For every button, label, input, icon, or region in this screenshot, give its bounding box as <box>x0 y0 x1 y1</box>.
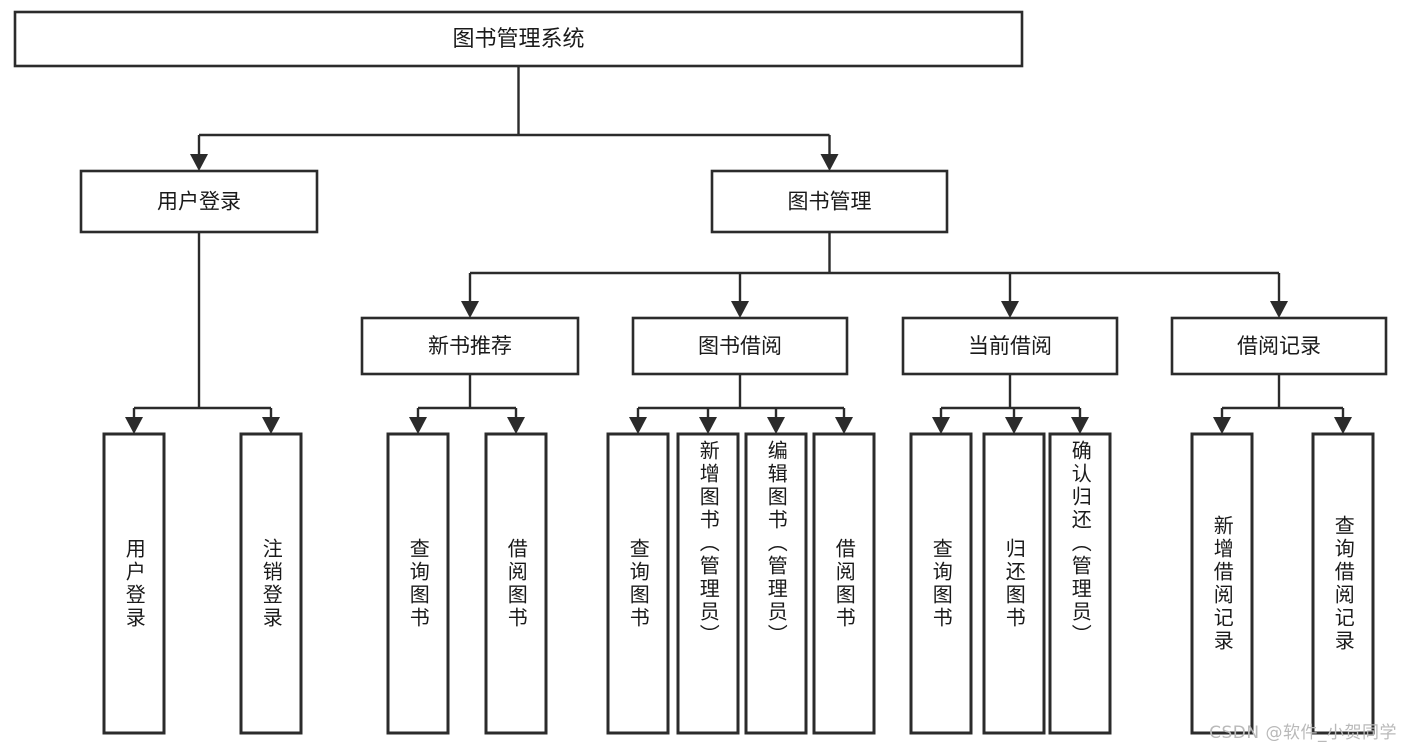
node-book-manage-label: 图书管理 <box>788 190 872 214</box>
node-layer <box>13 10 1388 735</box>
connector-arrowhead <box>190 154 208 171</box>
leaf-leaf-return-book[interactable] <box>982 432 1046 735</box>
leaf-leaf-borrow-book-rec[interactable] <box>484 432 548 735</box>
node-book-manage[interactable] <box>710 169 949 234</box>
leaf-leaf-borrow-book[interactable] <box>812 432 876 735</box>
node-root-system-label: 图书管理系统 <box>452 27 584 52</box>
connector-arrowhead <box>1213 417 1231 434</box>
node-user-login[interactable] <box>79 169 319 234</box>
node-current-borrow-label: 当前借阅 <box>968 334 1052 358</box>
leaf-leaf-user-login[interactable] <box>102 432 166 735</box>
node-borrow-record[interactable] <box>1170 316 1388 376</box>
connector-arrowhead <box>409 417 427 434</box>
connector-layer <box>125 66 1352 434</box>
connector-arrowhead <box>699 417 717 434</box>
connector-arrowhead <box>767 417 785 434</box>
leaf-leaf-query-book-cur[interactable] <box>909 432 973 735</box>
connector-arrowhead <box>262 417 280 434</box>
leaf-leaf-query-book-borrow[interactable] <box>606 432 670 735</box>
connector-arrowhead <box>932 417 950 434</box>
connector-arrowhead <box>731 301 749 318</box>
connector-arrowhead <box>1334 417 1352 434</box>
node-user-login-label: 用户登录 <box>157 190 241 214</box>
node-book-borrow-label: 图书借阅 <box>698 334 782 358</box>
node-borrow-record-label: 借阅记录 <box>1237 334 1321 358</box>
node-root-system[interactable] <box>13 10 1024 68</box>
node-new-book-rec-label: 新书推荐 <box>428 334 512 358</box>
connector-arrowhead <box>1005 417 1023 434</box>
connector-arrowhead <box>835 417 853 434</box>
node-book-borrow[interactable] <box>631 316 849 376</box>
node-new-book-rec[interactable] <box>360 316 580 376</box>
connector-arrowhead <box>1001 301 1019 318</box>
leaf-leaf-user-logout[interactable] <box>239 432 303 735</box>
connector-arrowhead <box>125 417 143 434</box>
connector-arrowhead <box>507 417 525 434</box>
connector-arrowhead <box>1270 301 1288 318</box>
leaf-leaf-confirm-return[interactable] <box>1048 432 1112 735</box>
connector-arrowhead <box>461 301 479 318</box>
connector-arrowhead <box>820 154 839 171</box>
node-current-borrow[interactable] <box>901 316 1119 376</box>
connector-arrowhead <box>1071 417 1089 434</box>
leaf-leaf-add-record[interactable] <box>1190 432 1254 735</box>
leaf-leaf-query-record[interactable] <box>1311 432 1375 735</box>
connector-arrowhead <box>629 417 647 434</box>
watermark-text: CSDN @软件_小贺同学 <box>1209 723 1397 743</box>
leaf-leaf-add-book[interactable] <box>676 432 740 735</box>
leaf-leaf-query-book-rec[interactable] <box>386 432 450 735</box>
leaf-leaf-edit-book[interactable] <box>744 432 808 735</box>
